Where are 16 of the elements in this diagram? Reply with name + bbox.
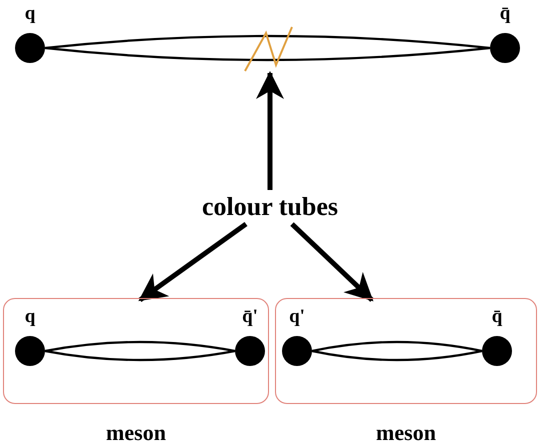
colour-tube xyxy=(310,340,484,362)
arrow xyxy=(290,222,374,302)
quark-label: q̄ xyxy=(498,3,512,25)
quark-label: q xyxy=(24,3,36,25)
meson-label: meson xyxy=(105,420,167,443)
callout-text: colour tubes xyxy=(193,190,347,224)
quark-label: q' xyxy=(288,306,306,328)
break-mark xyxy=(244,26,293,72)
arrow xyxy=(138,222,248,302)
arrow xyxy=(256,71,284,190)
colour-tube xyxy=(44,34,492,62)
quark-label: q̄ xyxy=(490,306,504,328)
meson-label: meson xyxy=(375,420,437,443)
colour-tube xyxy=(44,340,236,362)
quark-label: q̄' xyxy=(241,306,259,328)
quark-label: q xyxy=(24,306,36,328)
